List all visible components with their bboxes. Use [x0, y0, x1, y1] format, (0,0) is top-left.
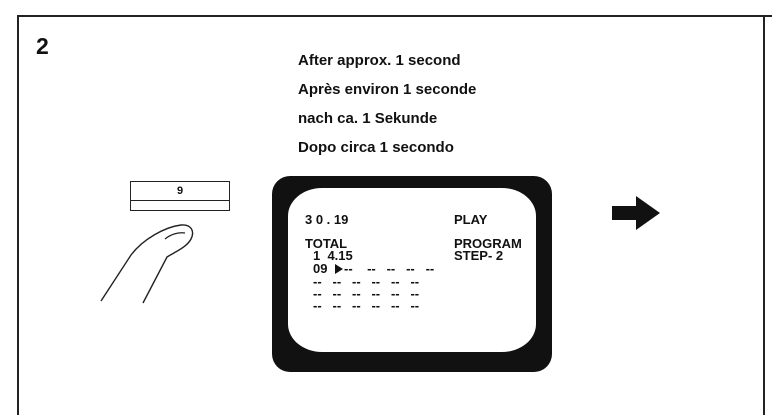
play-cursor-icon — [334, 264, 344, 274]
step-number: 2 — [36, 33, 49, 60]
caption-german: nach ca. 1 Sekunde — [298, 104, 476, 133]
caption-english: After approx. 1 second — [298, 46, 476, 75]
display-step-label: STEP- 2 — [454, 250, 503, 262]
display-time: 3 0 . 19 — [305, 214, 348, 226]
display-row4: -- -- -- -- -- -- — [313, 300, 419, 312]
caption-french: Après environ 1 seconde — [298, 75, 476, 104]
tv-monitor: 3 0 . 19 PLAY TOTAL PROGRAM 1 4.15 STEP-… — [272, 176, 552, 372]
caption-block: After approx. 1 second Après environ 1 s… — [298, 46, 476, 162]
key-label: 9 — [131, 182, 229, 201]
caption-italian: Dopo circa 1 secondo — [298, 133, 476, 162]
display-mode: PLAY — [454, 214, 487, 226]
right-arrow-icon — [612, 196, 660, 230]
tv-screen: 3 0 . 19 PLAY TOTAL PROGRAM 1 4.15 STEP-… — [288, 188, 536, 352]
finger-press-icon — [95, 205, 205, 310]
